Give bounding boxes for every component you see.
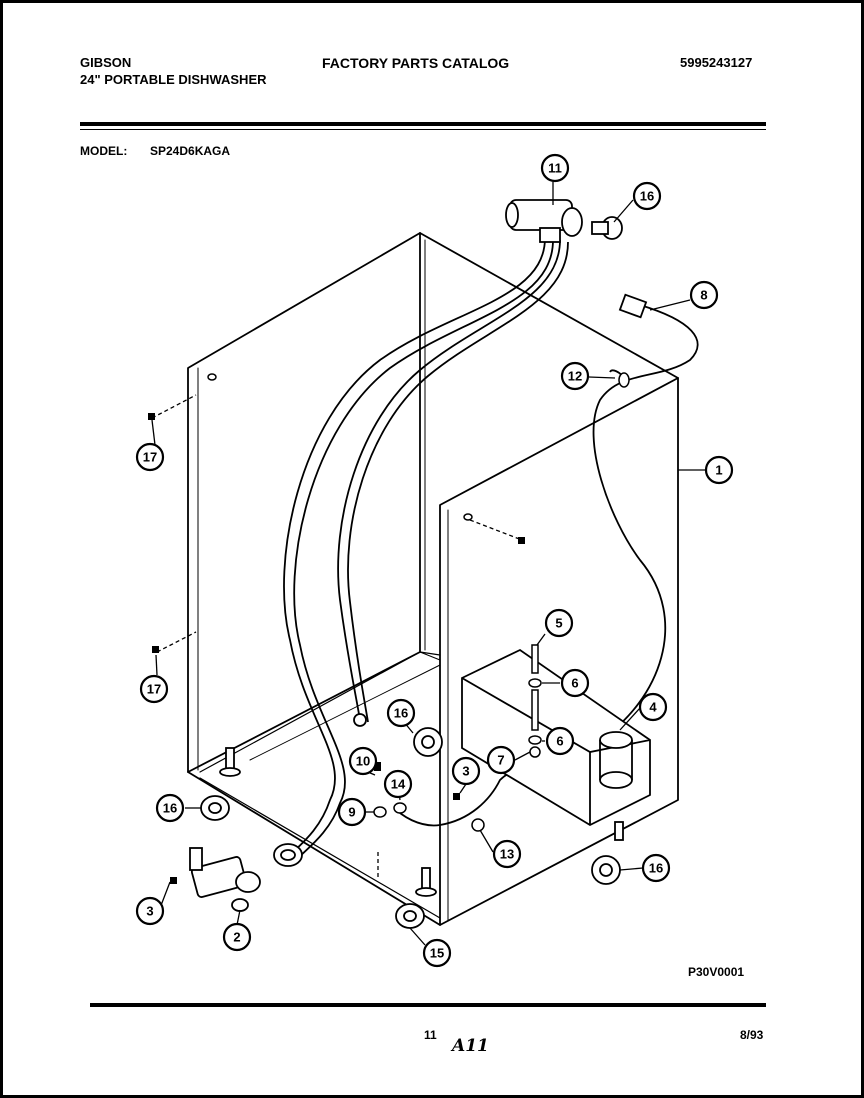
header-rule-thick: [80, 122, 766, 126]
callout-16-motor: 16: [386, 698, 416, 728]
brand-label: GIBSON: [80, 55, 132, 70]
page-number: 11: [424, 1028, 437, 1042]
svg-text:14: 14: [391, 777, 406, 792]
svg-text:6: 6: [556, 734, 563, 749]
callout-16-right: 16: [641, 853, 671, 883]
callout-15: 16: [632, 181, 662, 211]
svg-text:15: 15: [430, 946, 444, 961]
callout-3-left: 3: [135, 896, 165, 926]
svg-text:4: 4: [649, 700, 657, 715]
callout-11: 11: [540, 153, 570, 183]
catalog-title: FACTORY PARTS CATALOG: [322, 55, 510, 71]
svg-text:16: 16: [649, 861, 663, 876]
figure-code: P30V0001: [688, 965, 745, 979]
callout-1: 1: [704, 455, 734, 485]
callout-10: 10: [348, 746, 378, 776]
handwritten-page-mark: A11: [452, 1036, 489, 1056]
callout-2: 2: [222, 922, 252, 952]
svg-text:2: 2: [233, 930, 240, 945]
catalog-date: 8/93: [740, 1028, 764, 1042]
svg-text:3: 3: [462, 764, 469, 779]
svg-text:12: 12: [568, 369, 582, 384]
product-label: 24" PORTABLE DISHWASHER: [80, 72, 267, 87]
callout-16-bottom: 15: [422, 938, 452, 968]
svg-text:13: 13: [500, 847, 514, 862]
callout-14: 14: [383, 769, 413, 799]
callout-12: 12: [560, 361, 590, 391]
header-rule-thin: [80, 129, 766, 130]
svg-text:6: 6: [571, 676, 578, 691]
callout-8: 8: [689, 280, 719, 310]
svg-text:1: 1: [715, 463, 722, 478]
callout-17-upper: 17: [135, 442, 165, 472]
callout-7: 7: [486, 745, 516, 775]
svg-text:16: 16: [163, 801, 177, 816]
model-number: SP24D6KAGA: [150, 144, 231, 158]
svg-text:8: 8: [700, 288, 707, 303]
callout-6-upper: 6: [560, 668, 590, 698]
callout-5: 5: [544, 608, 574, 638]
svg-text:16: 16: [640, 189, 654, 204]
footer-rule: [90, 1003, 766, 1007]
model-label: MODEL:: [80, 144, 128, 158]
callout-6-lower: 6: [545, 726, 575, 756]
callout-9: 9: [337, 797, 367, 827]
callout-4: 4: [638, 692, 668, 722]
svg-text:16: 16: [394, 706, 408, 721]
callout-16-left: 16: [155, 793, 185, 823]
svg-text:9: 9: [348, 805, 355, 820]
callout-17-lower: 17: [139, 674, 169, 704]
svg-text:7: 7: [497, 753, 504, 768]
svg-text:17: 17: [147, 682, 161, 697]
callout-13: 13: [492, 839, 522, 869]
svg-text:11: 11: [548, 161, 562, 176]
callout-3-right: 3: [451, 756, 481, 786]
catalog-number: 5995243127: [680, 55, 753, 70]
svg-text:3: 3: [146, 904, 153, 919]
svg-text:5: 5: [555, 616, 562, 631]
svg-text:10: 10: [356, 754, 370, 769]
svg-text:17: 17: [143, 450, 157, 465]
